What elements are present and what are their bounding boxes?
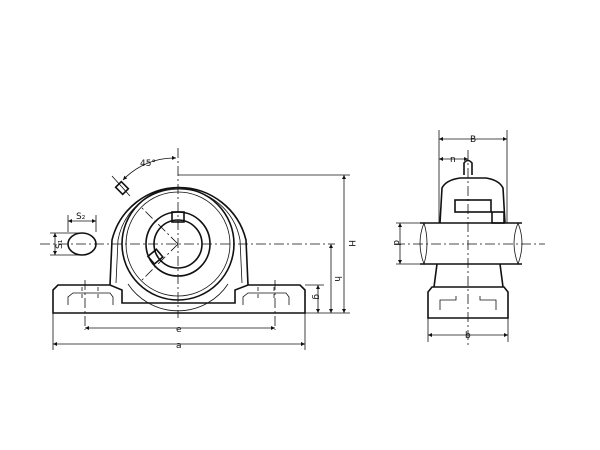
overall-height-label: H (346, 240, 356, 247)
front-view: S₂ S₁ 45° H h g e a (40, 148, 356, 351)
center-height-label: h (332, 276, 342, 282)
base-width-label: b (465, 331, 471, 341)
mounting-slot: S₂ S₁ (50, 212, 97, 256)
base (52, 284, 306, 314)
angle-label: 45° (140, 159, 156, 169)
offset-label: n (450, 155, 456, 165)
housing-outline (109, 186, 249, 312)
overall-length-label: a (176, 341, 182, 351)
housing-top (439, 159, 506, 224)
bolt-spacing-label: e (176, 325, 182, 335)
side-view: B n d b (391, 130, 545, 345)
width-label: B (470, 135, 476, 145)
slot-width-label: S₂ (76, 212, 86, 222)
shaft-diameter-label: d (391, 240, 401, 246)
base-thickness-label: g (311, 294, 321, 300)
grease-fitting-icon (111, 175, 131, 197)
shaft (419, 222, 523, 266)
centerlines (40, 148, 335, 330)
slot-height-label: S₁ (55, 239, 65, 249)
